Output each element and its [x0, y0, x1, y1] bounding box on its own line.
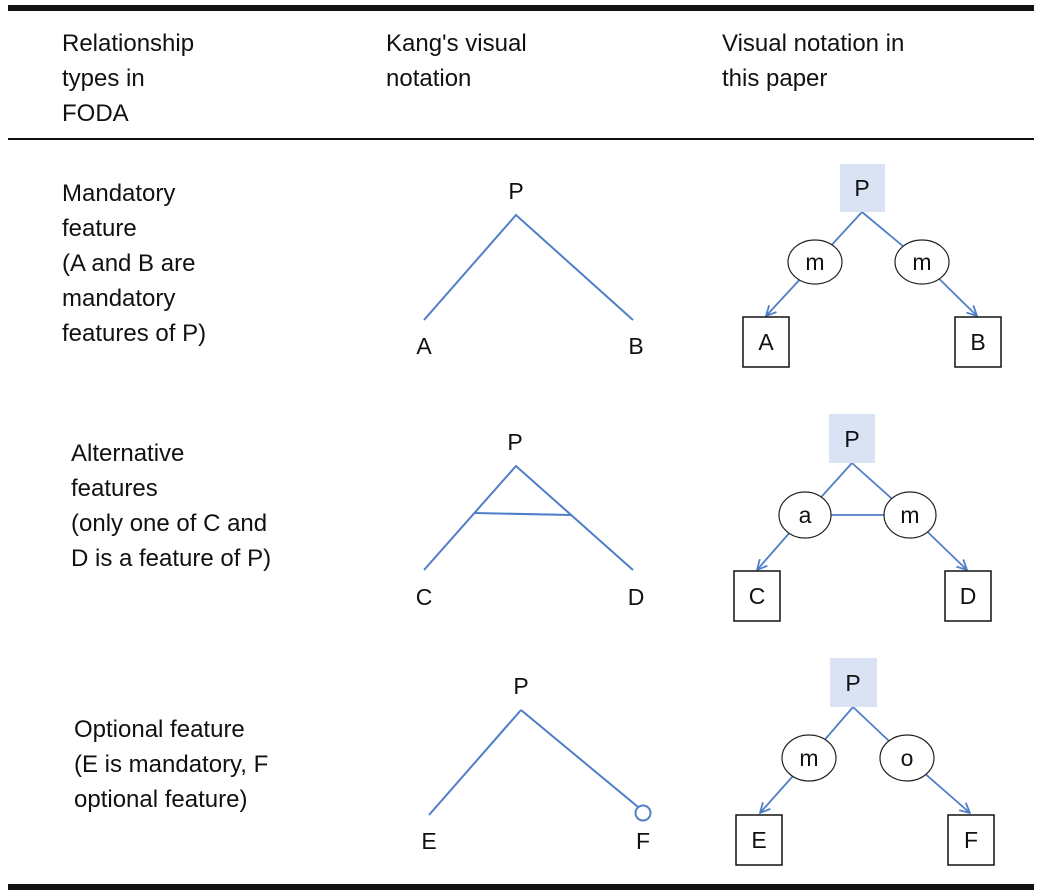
paper-optional-diagram: P m o E F	[735, 658, 995, 866]
kang-parent-label: P	[507, 429, 522, 455]
relation-label: m	[900, 502, 919, 528]
kang-branch-lines	[423, 464, 634, 571]
description-line: optional feature)	[74, 786, 248, 813]
relation-circle	[787, 239, 843, 285]
relation-circle	[883, 491, 937, 539]
kang-mandatory-diagram: P A B	[416, 178, 643, 359]
kang-child-label: A	[416, 333, 432, 359]
kang-branch-line	[428, 709, 522, 816]
child-feature-label: F	[964, 827, 978, 853]
header-line: types in	[62, 65, 145, 92]
relation-label: m	[912, 249, 931, 275]
description-line: features	[71, 475, 158, 502]
parent-feature-label: P	[844, 426, 859, 452]
kang-branch-lines	[423, 213, 634, 321]
kang-optional-circle	[634, 804, 652, 822]
relation-circle	[778, 491, 832, 539]
kang-child-label: E	[421, 828, 436, 854]
child-feature-label: A	[758, 329, 774, 355]
parent-feature-box	[830, 658, 877, 707]
header-paper-notation: Visual notation in this paper	[722, 26, 982, 96]
description-line: Mandatory	[62, 180, 176, 207]
table-top-rule	[8, 5, 1034, 11]
row-alternative-description: Alternative features (only one of C and …	[71, 436, 371, 576]
relation-circle	[781, 734, 837, 782]
parent-feature-label: P	[854, 175, 869, 201]
child-feature-box	[954, 316, 1002, 368]
kang-alternative-arc	[474, 512, 572, 516]
table-header-rule	[8, 138, 1034, 140]
child-feature-box	[742, 316, 790, 368]
description-line: (E is mandatory, F	[74, 751, 269, 778]
paper-alternative-diagram: P a m C D	[733, 414, 992, 622]
parent-feature-label: P	[845, 670, 860, 696]
table-bottom-rule	[8, 884, 1034, 890]
child-feature-label: C	[749, 583, 766, 609]
header-relationship-types: Relationship types in FODA	[62, 26, 262, 131]
kang-child-label: B	[628, 333, 643, 359]
header-line: FODA	[62, 100, 129, 127]
kang-optional-diagram: P E F	[421, 673, 652, 854]
header-line: Kang's visual	[386, 30, 527, 57]
child-feature-box	[735, 814, 783, 866]
description-line: Alternative	[71, 440, 185, 467]
description-line: mandatory	[62, 285, 176, 312]
header-line: Relationship	[62, 30, 195, 57]
description-line: (only one of C and	[71, 510, 268, 537]
description-line: (A and B are	[62, 250, 196, 277]
child-feature-box	[947, 814, 995, 866]
description-line: feature	[62, 215, 137, 242]
description-line: features of P)	[62, 320, 207, 347]
parent-feature-box	[829, 414, 875, 463]
description-line: Optional feature	[74, 716, 245, 743]
child-feature-label: B	[970, 329, 985, 355]
row-optional-description: Optional feature (E is mandatory, F opti…	[74, 712, 374, 817]
child-feature-label: E	[751, 827, 766, 853]
kang-child-label: C	[416, 584, 433, 610]
child-feature-box	[733, 570, 781, 622]
relation-label: o	[901, 745, 914, 771]
header-kang-notation: Kang's visual notation	[386, 26, 606, 96]
row-mandatory-description: Mandatory feature (A and B are mandatory…	[62, 176, 362, 351]
kang-branch-line	[520, 709, 639, 808]
header-line: this paper	[722, 65, 828, 92]
child-feature-label: D	[960, 583, 977, 609]
kang-child-label: F	[636, 828, 650, 854]
relation-label: m	[805, 249, 824, 275]
child-feature-box	[944, 570, 992, 622]
kang-parent-label: P	[513, 673, 528, 699]
header-line: Visual notation in	[722, 30, 905, 57]
header-line: notation	[386, 65, 472, 92]
kang-child-label: D	[628, 584, 645, 610]
paper-mandatory-diagram: P m m A B	[742, 164, 1002, 368]
relation-label: m	[799, 745, 818, 771]
description-line: D is a feature of P)	[71, 545, 272, 572]
parent-feature-box	[840, 164, 885, 212]
relation-circle	[894, 239, 950, 285]
kang-alternative-diagram: P C D	[416, 429, 645, 610]
kang-parent-label: P	[508, 178, 523, 204]
relation-label: a	[799, 502, 812, 528]
relation-circle	[879, 734, 935, 782]
